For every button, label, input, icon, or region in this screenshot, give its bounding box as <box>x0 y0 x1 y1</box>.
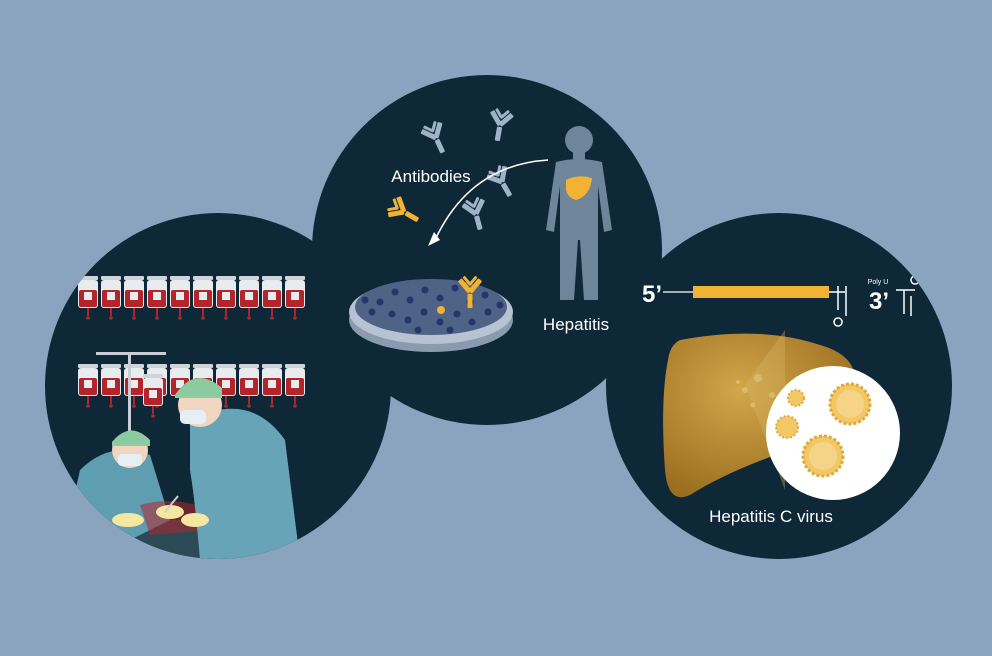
hepatitis-label: Hepatitis <box>543 315 609 334</box>
panel-discovery-circle <box>312 75 662 425</box>
three-prime-label: 3’ <box>869 288 889 315</box>
human-silhouette-icon <box>546 126 612 300</box>
transfusion-panel <box>60 276 305 559</box>
hepatitis-c-virus-label: Hepatitis C virus <box>709 507 833 526</box>
iv-stand-icon <box>96 352 166 442</box>
virus-particle-icon <box>745 330 900 500</box>
rna-genome-icon <box>663 275 920 327</box>
antibodies-label: Antibodies <box>391 167 470 186</box>
virus-panel <box>663 275 920 500</box>
discovery-panel: Antibodies <box>349 106 612 352</box>
petri-dish-icon <box>349 279 513 352</box>
liver-icon <box>566 176 592 200</box>
surgeon-icon <box>60 378 300 559</box>
arrow-icon <box>428 159 549 246</box>
five-prime-label: 5’ <box>642 281 662 308</box>
poly-u-label: Poly U <box>868 279 889 286</box>
